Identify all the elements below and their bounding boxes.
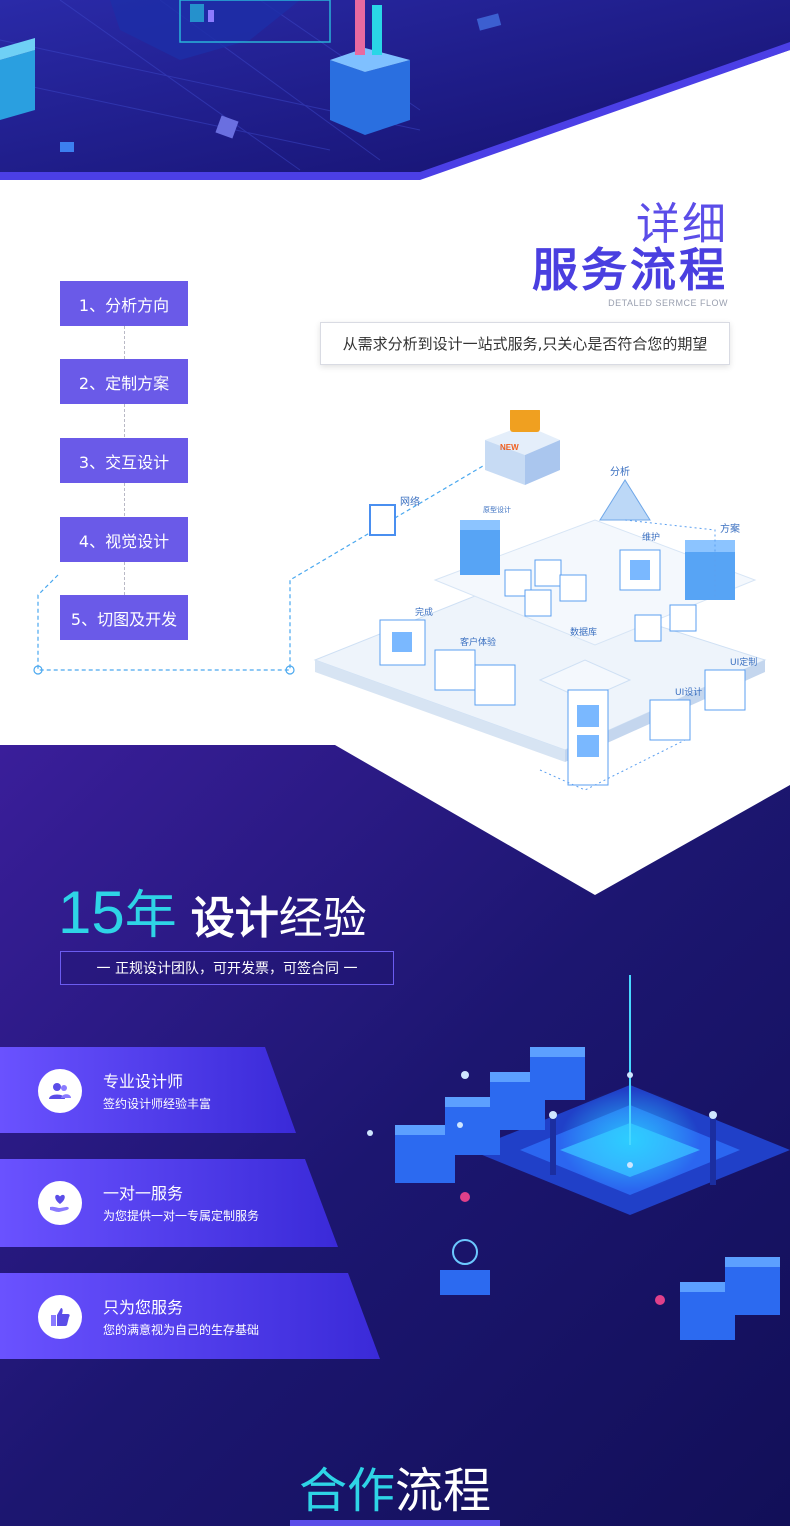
step-connector xyxy=(124,562,125,595)
experience-title-light: 经验 xyxy=(278,893,367,944)
label-database: 数据库 xyxy=(570,626,597,638)
banner-graphic xyxy=(0,0,790,180)
label-plan: 方案 xyxy=(720,522,740,535)
step-connector xyxy=(124,326,125,359)
label-network: 网络 xyxy=(400,495,420,508)
experience-title-number: 15 xyxy=(58,879,125,946)
cooperation-title-underline xyxy=(290,1520,500,1526)
feature-description: 签约设计师经验丰富 xyxy=(103,1097,212,1111)
label-maintain: 维护 xyxy=(642,531,660,543)
cooperation-title-part2: 流程 xyxy=(395,1463,492,1519)
feature-designer: 专业设计师 签约设计师经验丰富 xyxy=(0,1047,300,1133)
users-icon xyxy=(38,1069,82,1113)
label-prototype: 原型设计 xyxy=(483,505,511,514)
label-analysis: 分析 xyxy=(610,465,630,478)
flow-title-line1: 详细 xyxy=(636,199,728,250)
feature-exclusive-service: 只为您服务 您的满意视为自己的生存基础 xyxy=(0,1273,382,1359)
flow-subtitle-en: DETALED SERMCE FLOW xyxy=(608,298,728,308)
label-customer: 客户体验 xyxy=(460,636,496,648)
experience-title-bold: 设计 xyxy=(190,893,279,944)
heart-hand-icon xyxy=(38,1181,82,1225)
experience-subtitle: 一 正规设计团队，可开发票，可签合同 一 xyxy=(60,951,394,985)
step-5[interactable]: 5、切图及开发 xyxy=(60,595,188,640)
experience-title: 15 年 设计 经验 xyxy=(58,873,367,948)
new-badge-text: NEW xyxy=(500,443,519,452)
experience-title-year: 年 xyxy=(124,886,177,946)
flow-dashed-connector xyxy=(33,449,510,675)
step-connector xyxy=(124,483,125,516)
step-connector xyxy=(124,404,125,437)
cooperation-title: 合作流程 xyxy=(0,1451,790,1521)
step-1[interactable]: 1、分析方向 xyxy=(60,281,188,326)
experience-background xyxy=(0,745,790,1526)
cooperation-title-part1: 合作 xyxy=(298,1463,395,1519)
top-banner-illustration xyxy=(0,0,790,185)
feature-title: 只为您服务 xyxy=(103,1298,184,1317)
step-4[interactable]: 4、视觉设计 xyxy=(60,517,188,562)
flow-title-line2: 服务流程 xyxy=(532,243,728,297)
step-3[interactable]: 3、交互设计 xyxy=(60,438,188,483)
process-diagram-illustration: NEW 分析 原型设计 方案 维护 网络 完成 xyxy=(313,410,767,791)
label-complete: 完成 xyxy=(415,606,433,618)
experience-section: 15 年 设计 经验 一 正规设计团队，可开发票，可签合同 一 专业设计师 签约… xyxy=(0,745,790,1526)
feature-banner-shape xyxy=(0,1047,296,1133)
feature-title: 一对一服务 xyxy=(103,1184,184,1203)
feature-description: 您的满意视为自己的生存基础 xyxy=(103,1323,260,1337)
thumbs-up-icon xyxy=(38,1295,82,1339)
label-ui-custom: UI定制 xyxy=(730,656,757,668)
feature-banner-shape xyxy=(0,1273,380,1359)
feature-description: 为您提供一对一专属定制服务 xyxy=(103,1209,260,1223)
feature-title: 专业设计师 xyxy=(103,1072,184,1091)
service-flow-section: 详细 服务流程 DETALED SERMCE FLOW 从需求分析到设计一站式服… xyxy=(0,180,790,791)
flow-tagline: 从需求分析到设计一站式服务,只关心是否符合您的期望 xyxy=(320,322,730,365)
step-2[interactable]: 2、定制方案 xyxy=(60,359,188,404)
label-ui-design: UI设计 xyxy=(675,686,702,698)
feature-banner-shape xyxy=(0,1159,338,1247)
feature-one-on-one: 一对一服务 为您提供一对一专属定制服务 xyxy=(0,1159,340,1247)
